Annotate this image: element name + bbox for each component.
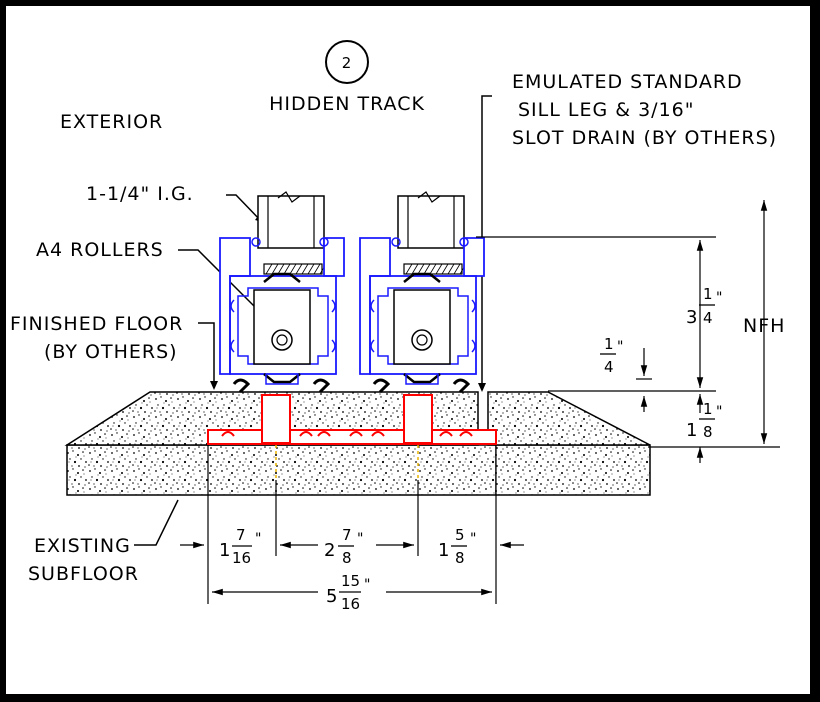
svg-text:": ": [255, 531, 261, 547]
dimension-lines: [180, 200, 780, 604]
panel-right: [359, 191, 485, 394]
detail-number-bubble: [325, 40, 369, 84]
existing-subfloor-label-2: SUBFLOOR: [28, 563, 139, 585]
existing-subfloor-slab: [66, 444, 497, 496]
sill-track: [207, 394, 497, 445]
dim-width-c: 1 5 8 ": [438, 526, 476, 567]
svg-text:3: 3: [686, 307, 697, 328]
dim-width-a: 1 7 16 ": [219, 526, 261, 567]
svg-text:8: 8: [703, 423, 713, 441]
svg-text:8: 8: [455, 549, 465, 567]
emulated-sill-label-3: SLOT DRAIN (BY OTHERS): [512, 127, 777, 149]
dim-width-total: 5 15 16 ": [326, 572, 370, 613]
ig-label: 1-1/4" I.G.: [86, 183, 194, 205]
svg-text:15: 15: [341, 572, 360, 590]
svg-text:1: 1: [703, 285, 713, 303]
svg-text:4: 4: [604, 358, 614, 376]
detail-title: HIDDEN TRACK: [269, 93, 425, 115]
svg-text:5: 5: [455, 526, 465, 544]
svg-text:": ": [617, 339, 623, 355]
finished-floor-label-2: (BY OTHERS): [44, 341, 178, 363]
existing-subfloor-label-1: EXISTING: [34, 535, 131, 557]
svg-text:7: 7: [236, 526, 246, 544]
svg-text:": ": [716, 404, 722, 420]
svg-text:1: 1: [604, 335, 614, 353]
svg-text:": ": [716, 290, 722, 306]
svg-text:": ": [357, 531, 363, 547]
svg-text:7: 7: [342, 526, 352, 544]
detail-number: 2: [342, 54, 353, 72]
svg-text:16: 16: [232, 549, 251, 567]
emulated-sill-label-1: EMULATED STANDARD: [512, 71, 743, 93]
svg-text:1: 1: [219, 540, 230, 561]
svg-text:2: 2: [324, 540, 335, 561]
svg-text:": ": [364, 577, 370, 593]
dim-height-upper: 3 1 4 ": [686, 285, 722, 328]
dim-width-b: 2 7 8 ": [324, 526, 363, 567]
existing-subfloor-slab-right: [496, 445, 650, 495]
exterior-label: EXTERIOR: [60, 111, 163, 133]
svg-text:5: 5: [326, 586, 337, 607]
dim-quarter: 1 4 ": [600, 335, 623, 376]
svg-text:": ": [470, 531, 476, 547]
panel-left: [219, 191, 345, 394]
finished-floor-right: [487, 391, 651, 446]
svg-text:1: 1: [438, 540, 449, 561]
rollers-label: A4 ROLLERS: [36, 239, 164, 261]
dim-height-lower: 1 1 8 ": [686, 400, 722, 441]
emulated-sill-label-2: SILL LEG & 3/16": [518, 99, 695, 121]
svg-text:8: 8: [342, 549, 352, 567]
svg-text:1: 1: [703, 400, 713, 418]
svg-text:4: 4: [703, 309, 713, 327]
finished-floor-label-1: FINISHED FLOOR: [10, 313, 183, 335]
svg-text:16: 16: [341, 595, 360, 613]
svg-text:1: 1: [686, 420, 697, 441]
